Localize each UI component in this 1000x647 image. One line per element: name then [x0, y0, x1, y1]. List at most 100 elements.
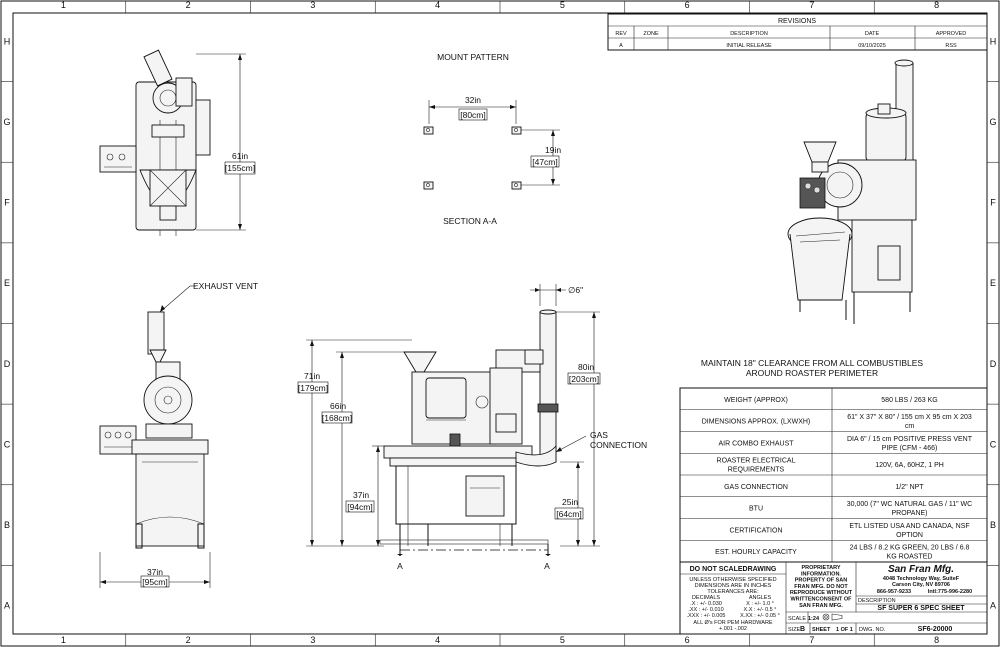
overall-height-metric: [179cm] [298, 383, 328, 393]
rev-date: 09/10/2025 [858, 43, 886, 49]
spec-value: PIPE (CFM - 466) [882, 445, 938, 452]
zone-column-5: 5 [560, 0, 565, 10]
sheet-label: SHEET [812, 627, 831, 633]
gas-height-metric: [64cm] [556, 509, 582, 519]
zone-row-E: E [990, 278, 996, 288]
zone-column-1: 1 [61, 0, 66, 10]
intl-phone: Intl:775-996-2280 [928, 589, 972, 595]
tol-angle-1: X : +/- 1.0 ° [746, 601, 774, 607]
gas-connection-label-line1: GAS [590, 430, 608, 440]
zone-column-2: 2 [186, 0, 191, 10]
spec-table: WEIGHT (APPROX)580 LBS / 263 KGDIMENSION… [679, 387, 988, 563]
clearance-note-line1: MAINTAIN 18" CLEARANCE FROM ALL COMBUSTI… [701, 358, 924, 368]
spec-value: DIA 6" / 15 cm POSITIVE PRESS VENT [847, 436, 973, 443]
zone-column-7: 7 [809, 635, 814, 645]
top-view [99, 49, 211, 236]
zone-column-8: 8 [934, 0, 939, 10]
hopper-height-metric: [168cm] [322, 413, 352, 423]
spec-value: ETL LISTED USA AND CANADA, NSF [849, 523, 969, 530]
description-label: DESCRIPTION [858, 598, 896, 604]
front-width-label: 37in [147, 567, 163, 577]
zone-row-D: D [990, 359, 997, 369]
side-height-dimensions: 71in [179cm] 66in [168cm] 37in [94cm] [297, 339, 412, 547]
mount-depth-metric: [47cm] [532, 157, 558, 167]
front-width-dimension: 37in [95cm] [99, 552, 211, 588]
revisions-table: REVISIONS REV ZONE DESCRIPTION DATE APPR… [607, 13, 988, 51]
mount-depth-label: 19in [545, 145, 561, 155]
scale-label: SCALE [788, 616, 806, 622]
proprietary-line: WRITTENCONSENT OF [790, 597, 852, 603]
side-view [379, 309, 559, 546]
tol-decimal-2: .XX : +/- 0.010 [688, 607, 723, 613]
proprietary-line: INFORMATION. [801, 571, 841, 577]
zone-row-E: E [4, 278, 10, 288]
tolerance-line1: UNLESS OTHERWISE SPECIFIED [689, 577, 776, 583]
rev-value: A [619, 43, 623, 49]
clearance-note-line2: AROUND ROASTER PERIMETER [746, 368, 878, 378]
proprietary-line: REPRODUCE WITHOUT [790, 590, 853, 596]
zone-row-B: B [990, 520, 996, 530]
spec-value: PROPANE) [891, 510, 927, 517]
description-value: SF SUPER 6 SPEC SHEET [877, 605, 965, 612]
zone-row-H: H [990, 36, 997, 46]
section-marker-right: A [544, 561, 550, 571]
table-height-metric: [94cm] [347, 502, 373, 512]
mount-width-metric: [80cm] [460, 110, 486, 120]
table-height-label: 37in [353, 490, 369, 500]
gas-height-label: 25in [562, 497, 578, 507]
zone-column-6: 6 [685, 0, 690, 10]
front-view [99, 311, 209, 549]
gas-connection-callout: GAS CONNECTION [555, 430, 647, 453]
spec-label: EST. HOURLY CAPACITY [715, 549, 797, 556]
top-height-dimension: 61in [155cm] [196, 53, 256, 231]
address-line2: Carson City, NV 89706 [892, 582, 950, 588]
address-line1: 4048 Technology Way, SuiteF [883, 576, 960, 582]
front-width-metric: [95cm] [142, 577, 168, 587]
spec-value: KG ROASTED [887, 554, 933, 561]
revisions-title: REVISIONS [778, 18, 816, 25]
zone-column-4: 4 [435, 0, 440, 10]
title-block: DO NOT SCALEDRAWING UNLESS OTHERWISE SPE… [679, 561, 988, 635]
rev-approved: RSS [945, 43, 957, 49]
pem-tolerance: +.001 -.002 [719, 626, 747, 632]
zone-column-7: 7 [809, 0, 814, 10]
section-marker-left: A [397, 561, 403, 571]
phone: 866-957-9233 [877, 589, 911, 595]
exhaust-height-metric: [203cm] [569, 374, 599, 384]
spec-label: WEIGHT (APPROX) [724, 397, 788, 404]
pipe-diameter-label: ∅6" [568, 285, 583, 295]
overall-height-label: 71in [304, 371, 320, 381]
zone-column-5: 5 [560, 635, 565, 645]
spec-value: cm [905, 423, 915, 430]
rev-header: REV [615, 31, 627, 37]
spec-label: AIR COMBO EXHAUST [718, 440, 794, 447]
tol-angle-3: X.XX : +/- 0.05 ° [740, 613, 780, 619]
size-label: SIZE [788, 627, 801, 633]
mount-pattern: MOUNT PATTERN 32in [80cm] 19in [47cm] SE… [423, 52, 561, 226]
tolerance-line2: DIMENSIONS ARE IN INCHES [695, 583, 772, 589]
zone-row-A: A [990, 601, 996, 611]
zone-row-G: G [3, 117, 10, 127]
size-value: B [800, 626, 805, 633]
gas-connection-label-line2: CONNECTION [590, 440, 647, 450]
mount-pattern-title: MOUNT PATTERN [437, 52, 509, 62]
zone-column-8: 8 [934, 635, 939, 645]
proprietary-line: PROPERTY OF SAN [795, 578, 847, 584]
exhaust-vent-callout: EXHAUST VENT [159, 281, 258, 313]
do-not-scale: DO NOT SCALEDRAWING [690, 566, 777, 573]
zone-column-2: 2 [186, 635, 191, 645]
tol-decimal-3: .XXX : +/- 0.005 [687, 613, 726, 619]
spec-label: DIMENSIONS APPROX. (LXWXH) [702, 419, 811, 426]
spec-value: 120V, 6A, 60HZ, 1 PH [875, 462, 944, 469]
top-height-metric: [155cm] [225, 163, 255, 173]
zone-row-C: C [4, 439, 11, 449]
zone-row-H: H [4, 36, 11, 46]
date-header: DATE [865, 31, 880, 37]
proprietary-line: FRAN MFG. DO NOT [794, 584, 848, 590]
dwg-no-value: SF6-20000 [918, 626, 953, 633]
zone-row-A: A [4, 601, 10, 611]
zone-column-1: 1 [61, 635, 66, 645]
